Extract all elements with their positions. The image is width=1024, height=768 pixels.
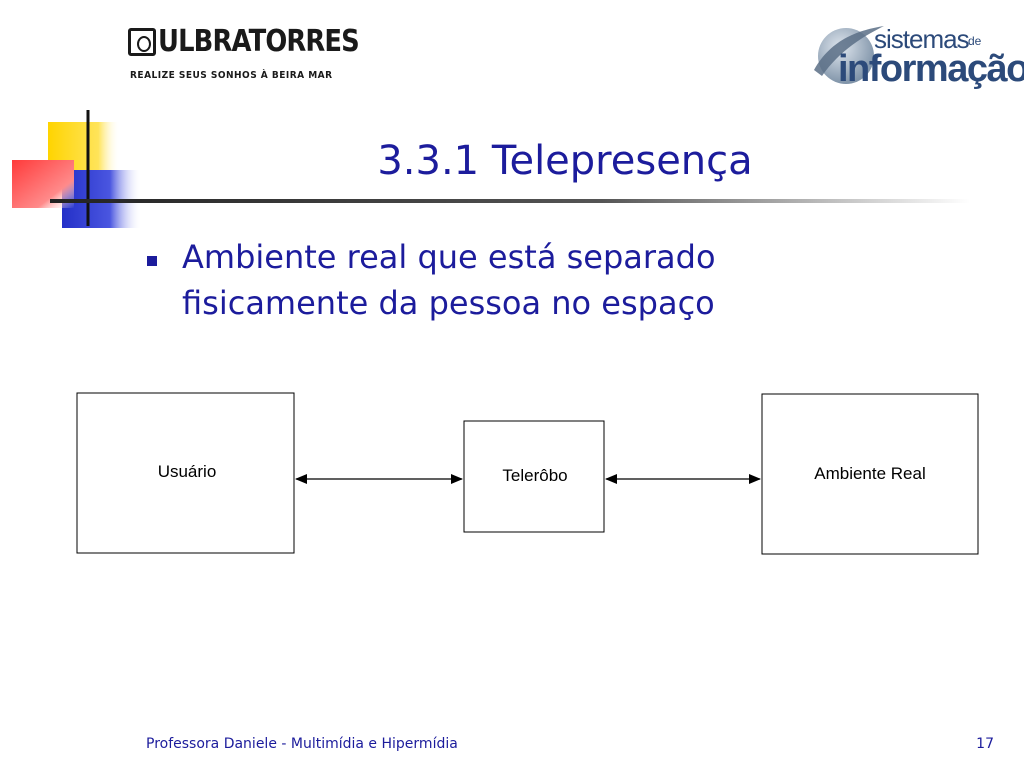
footer-credit: Professora Daniele - Multimídia e Hiperm… bbox=[146, 736, 458, 752]
node-user-label: Usuário bbox=[158, 462, 217, 481]
node-robot-label: Telerôbo bbox=[502, 466, 567, 485]
logo-right-word-de: de bbox=[968, 34, 982, 48]
bullet-square-icon bbox=[147, 256, 157, 266]
telepresence-diagram: Usuário Telerôbo Ambiente Real bbox=[76, 392, 979, 555]
bullet-line-2: fisicamente da pessoa no espaço bbox=[182, 284, 715, 322]
sistemas-de-informacao-logo: sistemas de informação bbox=[808, 18, 1024, 90]
logo-left-tagline: REALIZE SEUS SONHOS À BEIRA MAR bbox=[130, 70, 333, 81]
node-environment-label: Ambiente Real bbox=[814, 464, 926, 483]
bullet-item: Ambiente real que está separado fisicame… bbox=[182, 234, 942, 326]
node-robot: Telerôbo bbox=[463, 420, 605, 533]
logo-right-word-sistemas: sistemas bbox=[874, 24, 970, 54]
logo-right-word-informacao: informação bbox=[838, 48, 1024, 90]
globe-swoosh-icon bbox=[814, 26, 884, 84]
slide-title: 3.3.1 Telepresença bbox=[377, 138, 753, 184]
logo-left-name: ULBRATORRES bbox=[158, 24, 360, 59]
title-underline bbox=[50, 199, 970, 203]
bullet-line-1: Ambiente real que está separado bbox=[182, 238, 716, 276]
node-user: Usuário bbox=[76, 392, 295, 554]
ulbra-emblem-icon bbox=[128, 28, 156, 56]
node-environment: Ambiente Real bbox=[761, 393, 979, 555]
page-number: 17 bbox=[976, 736, 994, 752]
ulbratorres-logo: ULBRATORRES REALIZE SEUS SONHOS À BEIRA … bbox=[128, 24, 360, 88]
decorative-squares bbox=[12, 110, 142, 228]
